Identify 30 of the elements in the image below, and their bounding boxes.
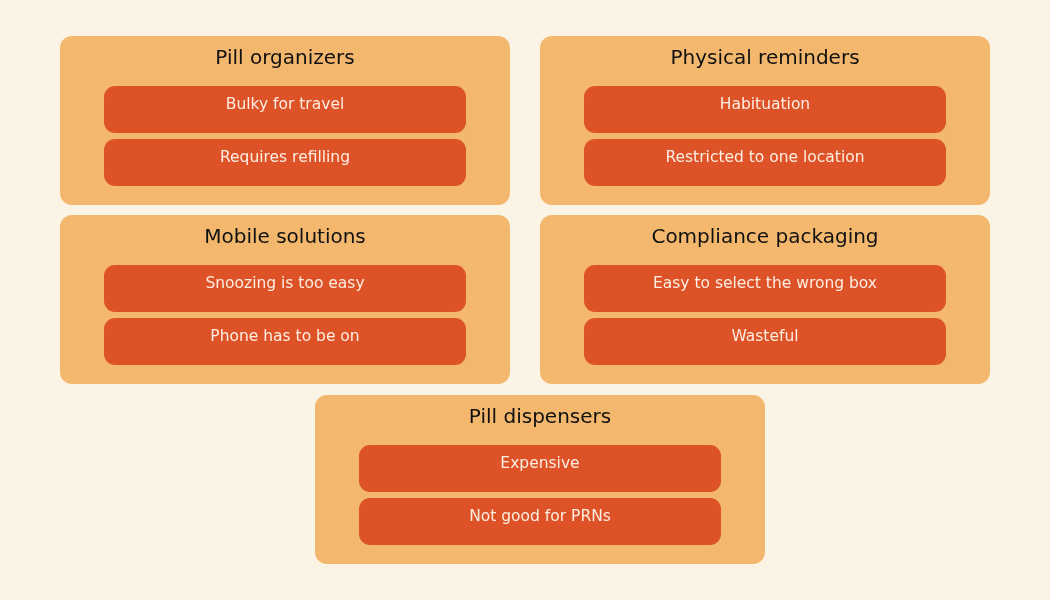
issue-box [359,445,721,492]
issue-text: Restricted to one location [665,148,865,168]
panel-heading: Compliance packaging [650,224,880,248]
panel-heading: Pill dispensers [467,404,613,428]
issue-text: Easy to select the wrong box [652,274,878,294]
issue-text: Requires refilling [219,148,351,168]
issue-box [104,265,466,312]
issue-text: Expensive [500,454,580,474]
panel-heading: Pill organizers [214,45,356,69]
category-panel [60,36,510,205]
issue-box [584,139,946,186]
issue-text: Not good for PRNs [469,507,611,527]
category-panel [315,395,765,564]
issue-text: Phone has to be on [210,327,360,347]
panel-heading: Mobile solutions [203,224,367,248]
issue-box [359,498,721,545]
issue-box [584,86,946,133]
issue-text: Wasteful [731,327,799,347]
panel-heading: Physical reminders [669,45,861,69]
issue-box [584,318,946,365]
category-panel [540,215,990,384]
issue-text: Habituation [719,95,811,115]
category-panel [60,215,510,384]
issue-text: Bulky for travel [225,95,345,115]
category-panel [540,36,990,205]
issue-text: Snoozing is too easy [205,274,365,294]
issue-box [104,318,466,365]
issue-box [584,265,946,312]
issue-box [104,139,466,186]
issue-box [104,86,466,133]
